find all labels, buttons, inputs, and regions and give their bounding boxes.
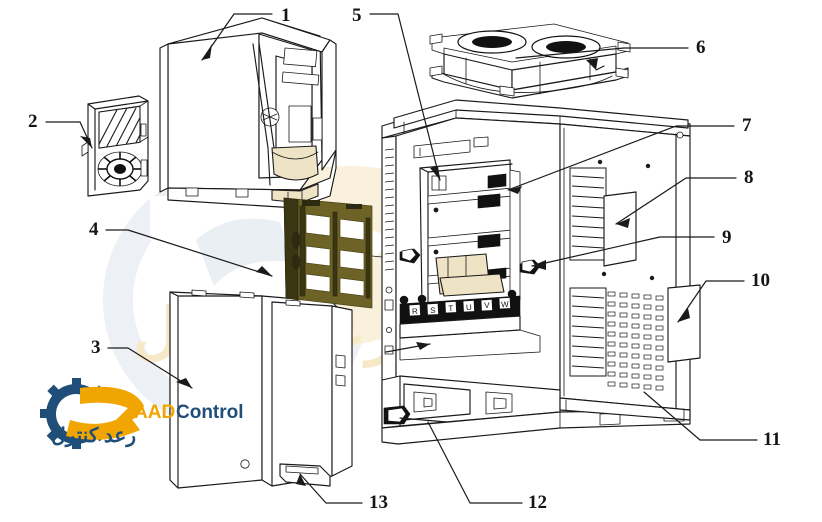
callout-3: 3 [91,337,101,358]
part-power-terminal-block: R S T U V W [399,289,541,361]
part-bottom-chassis-assembly [381,375,691,445]
terminal-label-t: T [448,304,453,313]
callout-1: 1 [281,5,291,26]
part-side-access-cover-upper [603,191,637,267]
callout-4: 4 [89,219,99,240]
part-cooling-fan-assembly [429,23,631,99]
part-front-cover-upper [159,17,337,209]
callout-12: 12 [528,492,547,513]
callout-9: 9 [722,227,732,248]
part-control-pcb-board [283,197,393,309]
part-keypad-operator-panel [81,95,149,197]
part-internal-connector [519,259,541,275]
part-control-board-bracket [419,159,521,309]
callout-2: 2 [28,111,38,132]
callout-8: 8 [744,167,754,188]
terminal-label-r: R [412,307,418,316]
callout-6: 6 [696,37,706,58]
terminal-label-w: W [501,300,509,309]
part-side-access-cover-lower [667,284,701,363]
part-main-chassis: R S T U V W [381,99,701,445]
callout-10: 10 [751,270,770,291]
part-front-cover-lower [169,289,353,489]
callout-7: 7 [742,115,752,136]
terminal-label-s: S [430,306,436,315]
callout-5: 5 [352,5,362,26]
terminal-label-v: V [484,301,490,310]
terminal-label-u: U [466,303,472,312]
part-base-rail [559,397,691,421]
callout-13: 13 [369,492,388,513]
leader-lines [45,13,758,504]
callout-11: 11 [763,429,781,450]
